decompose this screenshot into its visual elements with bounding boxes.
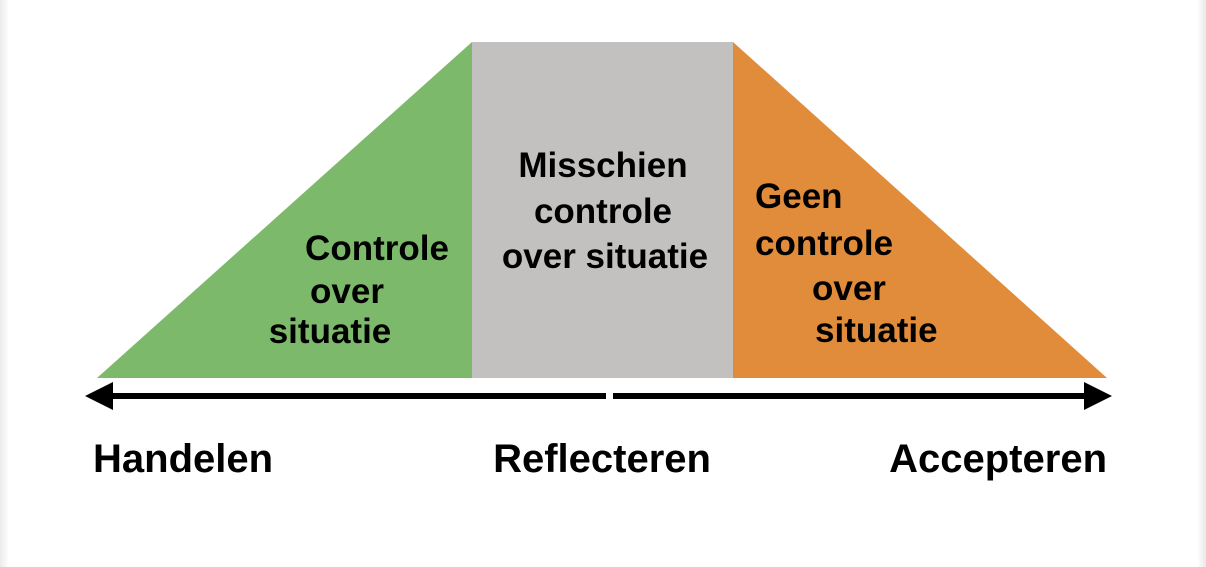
gray-section-label-line2: controle <box>534 192 672 231</box>
orange-section-label-line4: situatie <box>815 311 938 350</box>
arrow-left-head-icon <box>85 382 113 410</box>
orange-section-label-line3: over <box>812 269 886 308</box>
axis-label-handelen: Handelen <box>93 437 273 481</box>
gray-section-label-line1: Misschien <box>518 146 687 185</box>
green-section-label-line2: over <box>310 272 384 311</box>
axis-label-reflecteren: Reflecteren <box>493 437 711 481</box>
green-section-label-line3: situatie <box>269 312 392 351</box>
green-section-shape <box>97 42 472 378</box>
orange-section-label-line1: Geen <box>755 177 843 216</box>
green-section-label-line1: Controle <box>305 229 449 268</box>
gray-section-shape <box>472 42 733 378</box>
axis-label-accepteren: Accepteren <box>889 437 1107 481</box>
arrow-right-head-icon <box>1084 382 1112 410</box>
orange-section-label-line2: controle <box>755 224 893 263</box>
orange-section-shape <box>733 42 1107 378</box>
gray-section-label-line3: over situatie <box>502 237 708 276</box>
